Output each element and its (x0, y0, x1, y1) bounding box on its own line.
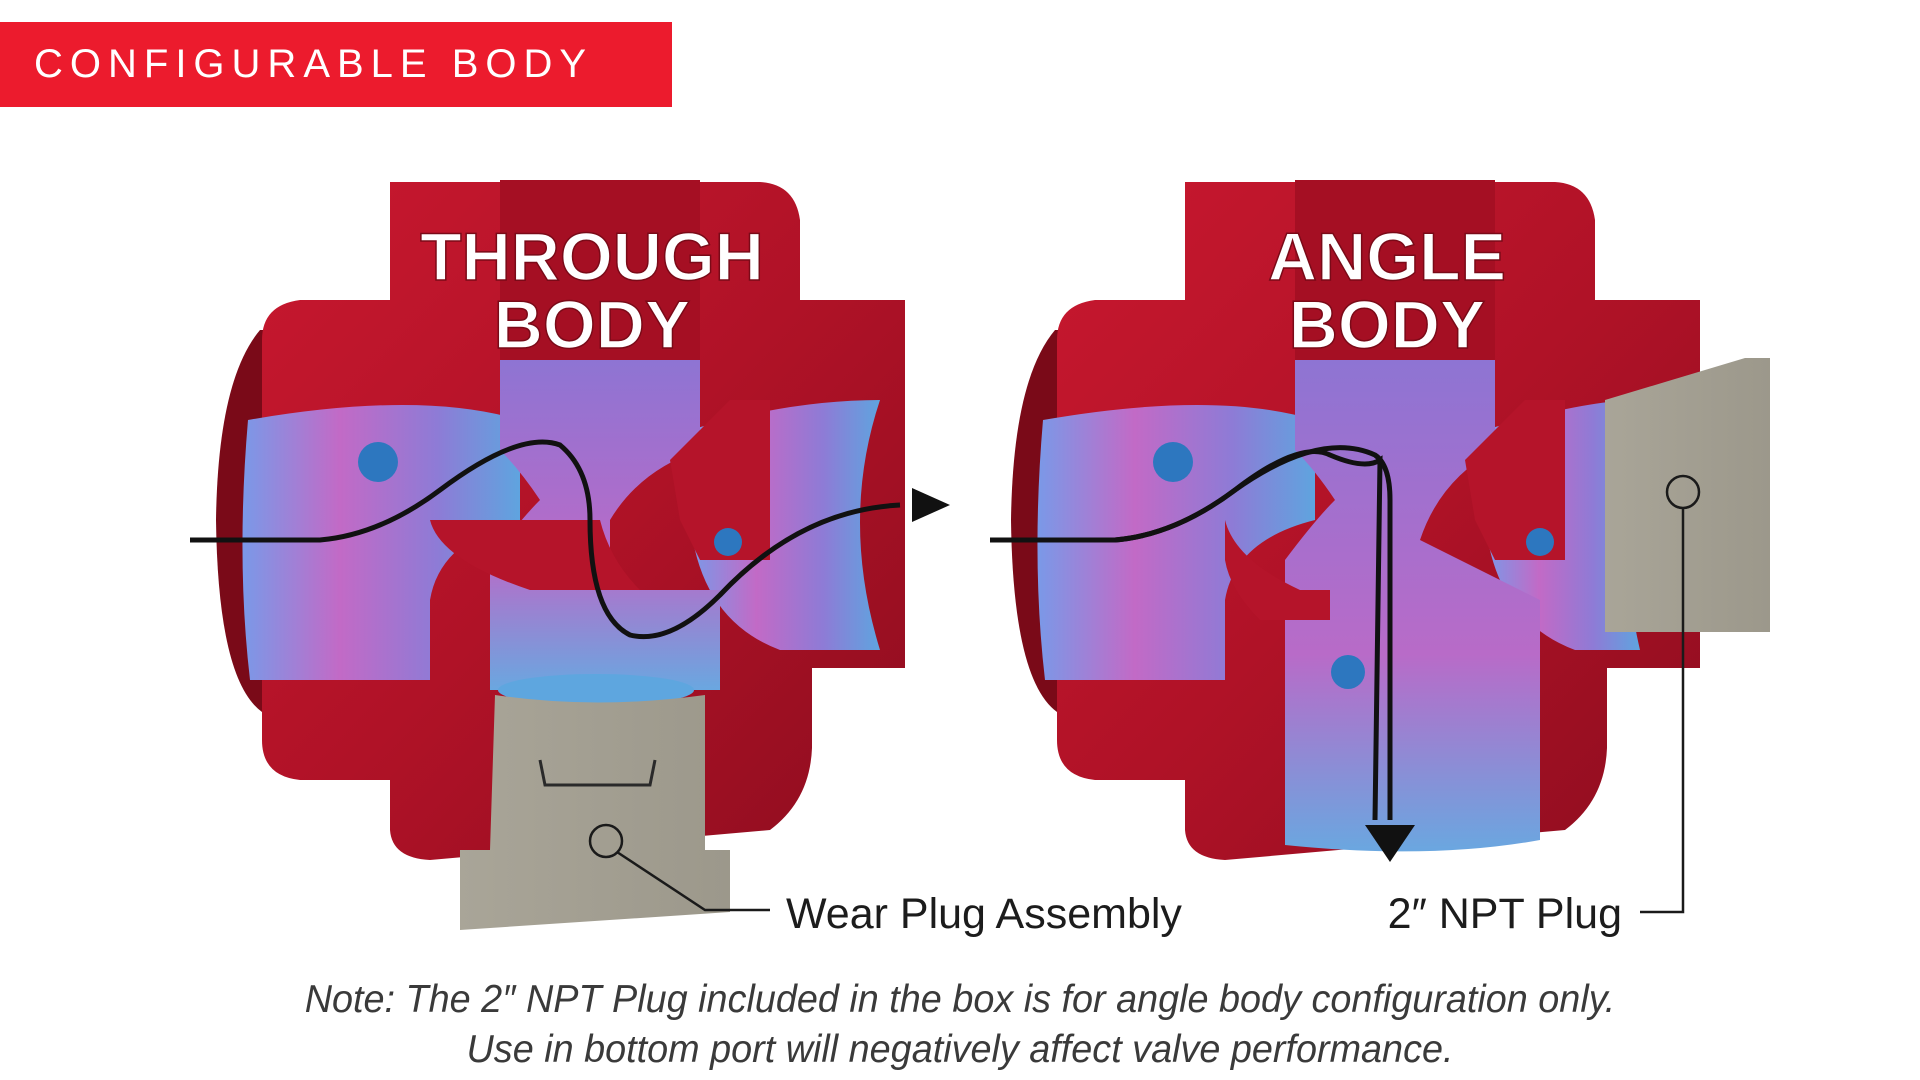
angle-callout-label: 2″ NPT Plug (1388, 890, 1622, 938)
angle-body-illustration: ANGLE BODY 2″ NPT Plug (990, 180, 1770, 938)
angle-callout-leader (1640, 508, 1685, 914)
note-line-1: Note: The 2″ NPT Plug included in the bo… (304, 978, 1616, 1021)
section-banner: CONFIGURABLE BODY (0, 22, 672, 107)
through-body-outlet-wall (670, 400, 770, 560)
note-line-2: Use in bottom port will negatively affec… (466, 1028, 1454, 1071)
through-flow-arrowhead (912, 488, 950, 522)
wear-plug-groove (538, 759, 657, 787)
through-body-port-hole-small (714, 528, 742, 556)
through-title-line2: BODY (494, 287, 690, 363)
angle-body-side-wall (1465, 400, 1565, 560)
angle-body-internal-wall (1225, 520, 1330, 620)
through-callout-label: Wear Plug Assembly (786, 890, 1182, 938)
through-body-seat (498, 674, 694, 706)
angle-body-port-hole-small (1526, 528, 1554, 556)
angle-flow-line-drop (1114, 445, 1393, 820)
banner-title: CONFIGURABLE BODY (34, 42, 594, 86)
through-body-internal-wall (430, 520, 640, 590)
through-callout-marker (588, 823, 624, 859)
angle-title-line1: ANGLE (1268, 219, 1506, 295)
angle-title-line2: BODY (1289, 287, 1485, 363)
through-body-inlet-bore (242, 405, 520, 680)
angle-body-inlet-bore (1037, 405, 1315, 680)
angle-body-port-hole-lower (1331, 655, 1365, 689)
angle-body-port-hole (1153, 442, 1193, 482)
through-flow-line (190, 439, 901, 640)
through-callout-leader (616, 850, 770, 912)
angle-body-center-chamber (1285, 360, 1540, 852)
configuration-note: Note: The 2″ NPT Plug included in the bo… (0, 975, 1920, 1075)
angle-flow-arrowhead (1365, 825, 1415, 862)
npt-plug (1605, 358, 1770, 632)
wear-plug-assembly (460, 695, 730, 930)
through-title-line1: THROUGH (420, 219, 764, 295)
angle-body-top-bore (1295, 180, 1495, 360)
through-body-illustration: THROUGH BODY Wear Plug Assembly (190, 180, 1182, 938)
through-body-top-bore (500, 180, 700, 360)
through-body-port-hole (358, 442, 398, 482)
